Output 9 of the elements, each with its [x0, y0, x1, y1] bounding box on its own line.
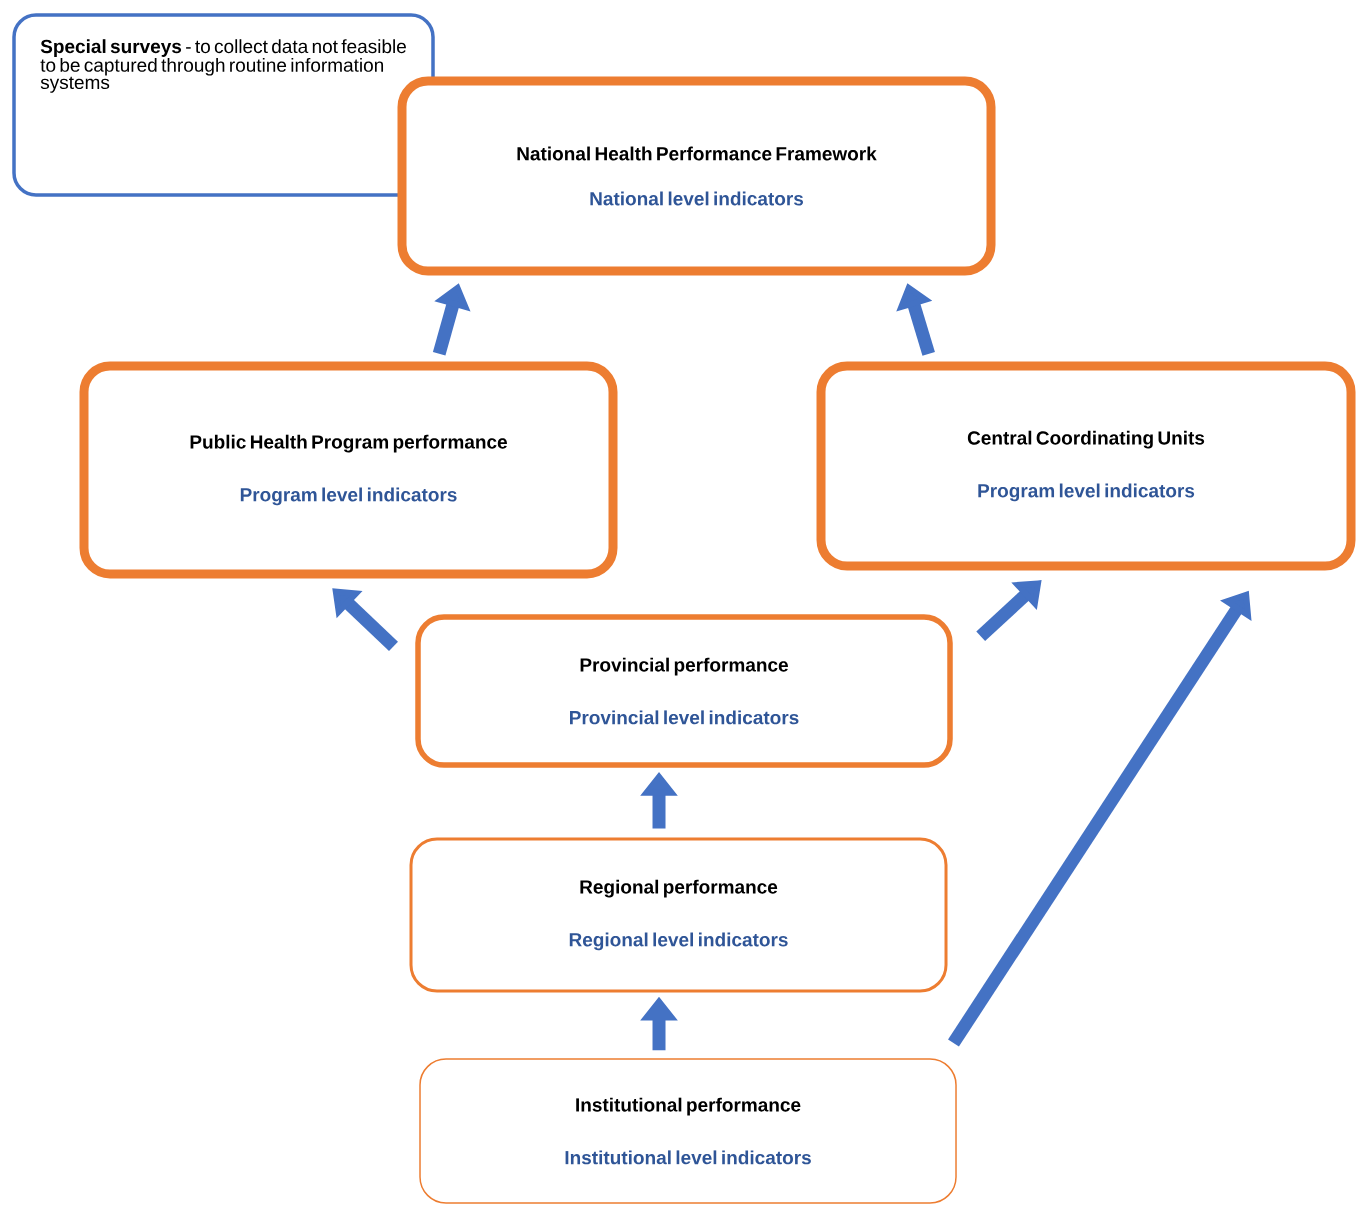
note-box: Special surveys - to collect data not feasible to be captured through routine information systems [12, 13, 435, 197]
arrow [332, 588, 398, 652]
performance-box: Central Coordinating Units Program level indicators [816, 361, 1356, 571]
performance-box: Regional performance Regional level indicators [409, 837, 948, 993]
performance-box: Provincial performance Provincial level indicators [415, 614, 953, 768]
framework-box: National Health Performance Framework National level indicators [397, 76, 996, 276]
performance-box: Public Health Program performance Program level indicators [79, 361, 618, 579]
arrow [976, 580, 1042, 642]
performance-box: Institutional performance Institutional level indicators [419, 1058, 957, 1204]
